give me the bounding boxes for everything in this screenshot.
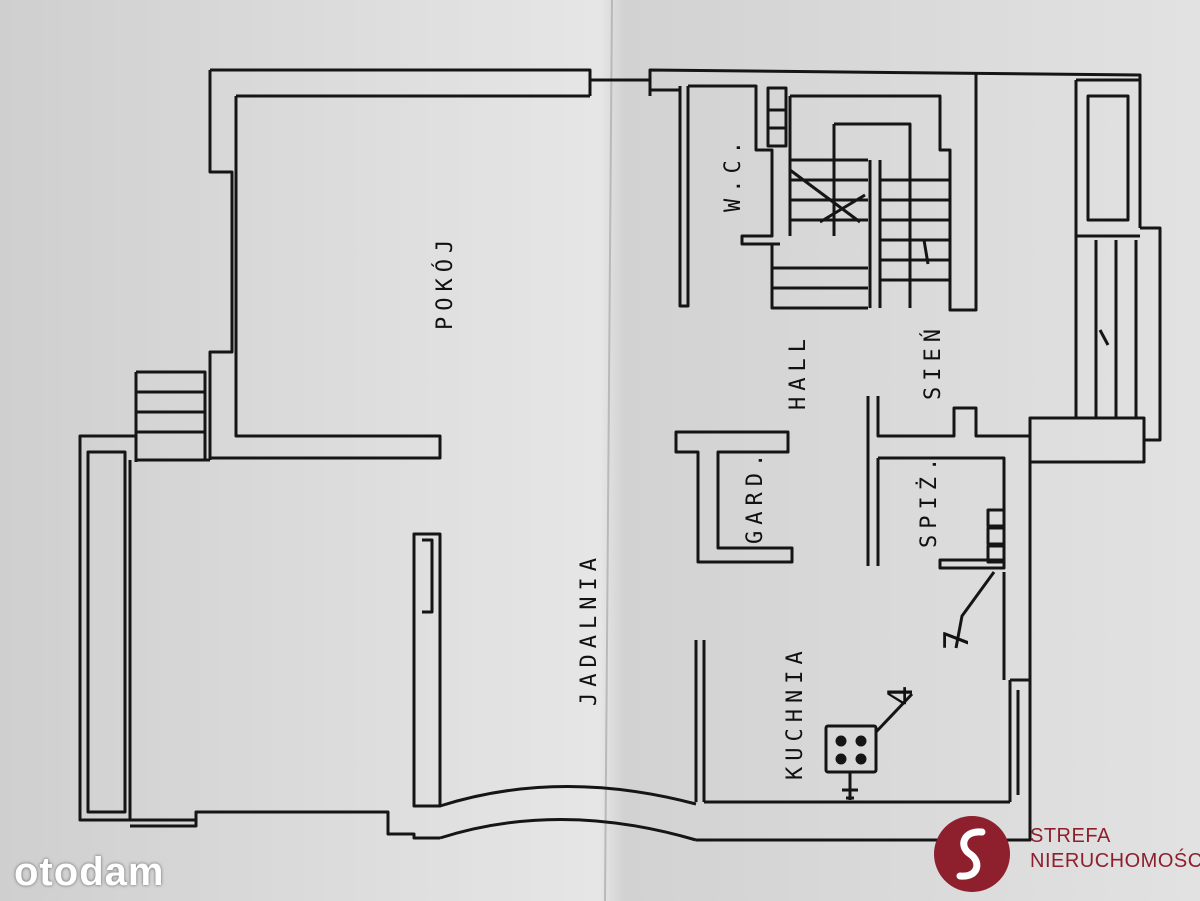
room-label-wc: W.C. xyxy=(721,135,746,212)
room-label-pokoj: POKÓJ xyxy=(432,234,458,330)
room-label-kuchnia: KUCHNIA xyxy=(783,645,808,780)
walls xyxy=(78,68,1162,842)
paper-fold xyxy=(604,0,613,901)
brand-line-1: STREFA xyxy=(1030,825,1111,847)
brand-line-2: NIERUCHOMOŚCI xyxy=(1030,850,1200,872)
room-label-jadalnia: JADALNIA xyxy=(577,552,602,706)
brand-name: STREFA NIERUCHOMOŚCI xyxy=(1030,824,1200,874)
room-label-sien: SIEŃ xyxy=(920,323,946,400)
room-label-hall: HALL xyxy=(786,333,811,410)
marker-number-1: 7 xyxy=(937,630,977,650)
brand-logo-icon xyxy=(934,816,1010,892)
room-label-spiz: SPIŻ. xyxy=(916,452,942,548)
marker-number-2: 4 xyxy=(881,686,921,706)
brand-logo: STREFA NIERUCHOMOŚCI xyxy=(930,812,1200,896)
room-label-gard: GARD. xyxy=(743,448,768,544)
room-labels: POKÓJ W.C. HALL SIEŃ GARD. SPIŻ. JADALNI… xyxy=(432,135,977,780)
otodam-watermark: otodam xyxy=(14,850,165,894)
